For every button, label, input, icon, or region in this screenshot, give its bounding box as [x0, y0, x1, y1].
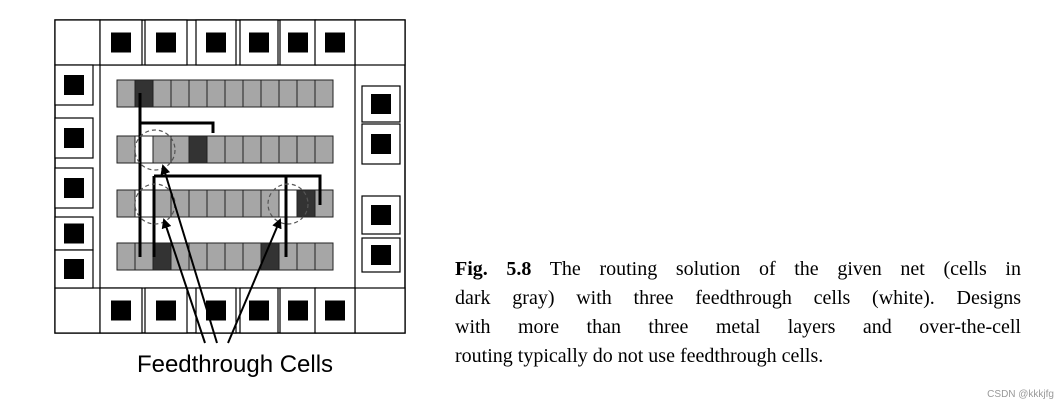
pad-bottom-2: [156, 300, 176, 321]
pad-right-1-frame: [361, 85, 401, 123]
cell-rows: [116, 79, 334, 271]
pad-bottom-5-frame: [279, 287, 317, 334]
cell-r2-c11: [296, 135, 316, 164]
pad-left-2: [64, 128, 84, 148]
arrow-to-feedthrough-2: [161, 218, 206, 344]
pad-top-3: [206, 32, 226, 53]
pad-top-4: [249, 32, 269, 53]
pad-right-4: [371, 245, 391, 265]
cell-r1-c4: [170, 79, 190, 108]
cell-r3-c1: [116, 189, 136, 218]
caption-line-1: Fig. 5.8 The routing solution of the giv…: [455, 255, 1021, 284]
feedthrough-cells-label: Feedthrough Cells: [136, 351, 334, 378]
cell-r2-c7: [224, 135, 244, 164]
feedthrough-marker-3: [267, 183, 309, 225]
pad-left-5: [64, 259, 84, 279]
cell-r3-c10: [278, 189, 298, 218]
cell-r3-c5: [188, 189, 208, 218]
cell-r2-c6: [206, 135, 226, 164]
routing-diagram: [54, 19, 406, 344]
pad-top-6: [325, 32, 345, 53]
cell-r4-c10: [278, 242, 298, 271]
cell-r3-c7: [224, 189, 244, 218]
feedthrough-marker-1: [134, 129, 176, 171]
cell-r2-c8: [242, 135, 262, 164]
cell-r1-c5: [188, 79, 208, 108]
pad-bottom-6: [325, 300, 345, 321]
cell-r3-c3: [152, 189, 172, 218]
pad-bottom-4: [249, 300, 269, 321]
cell-r2-c3: [152, 135, 172, 164]
watermark: CSDN @kkkjfg: [987, 389, 1054, 400]
cell-r1-c8: [242, 79, 262, 108]
pad-left-3: [64, 178, 84, 198]
wire-middle-horizontal: [154, 174, 322, 205]
cell-r4-c7: [224, 242, 244, 271]
corner-bottom-right: [354, 287, 406, 334]
pad-bottom-3: [206, 300, 226, 321]
cell-r4-c12: [314, 242, 334, 271]
pad-left-1: [64, 75, 84, 95]
cell-r1-c1: [116, 79, 136, 108]
cell-r4-c2: [134, 242, 154, 271]
cell-r1-c3: [152, 79, 172, 108]
cell-r2-c10: [278, 135, 298, 164]
caption-line-3: with more than three metal layers and ov…: [455, 316, 1021, 338]
cell-r1-c6: [206, 79, 226, 108]
cell-r3-c8: [242, 189, 262, 218]
cell-r2-c1: [116, 135, 136, 164]
cell-r3-c6: [206, 189, 226, 218]
cell-r1-c12: [314, 79, 334, 108]
cell-r4-c1: [116, 242, 136, 271]
arrow-to-feedthrough-3: [227, 218, 282, 344]
pads-top: [99, 19, 356, 66]
corner-top-left: [54, 19, 101, 66]
pads-bottom: [99, 287, 356, 334]
pad-right-1: [371, 94, 391, 114]
pad-top-6-frame: [314, 19, 356, 66]
cell-r2-c5: [188, 135, 208, 164]
cell-r1-c2: [134, 79, 154, 108]
pad-top-2: [156, 32, 176, 53]
pad-right-3: [371, 205, 391, 225]
cell-r4-c11: [296, 242, 316, 271]
wire-top-link: [138, 93, 215, 133]
cell-r4-c5: [188, 242, 208, 271]
cell-r4-c3: [152, 242, 172, 271]
pads-right: [361, 85, 401, 273]
cell-r1-c10: [278, 79, 298, 108]
pad-top-5: [288, 32, 308, 53]
caption-line-1-text: The routing solution of the given net (c…: [531, 258, 1021, 280]
cell-r4-c6: [206, 242, 226, 271]
caption-number: Fig. 5.8: [455, 258, 532, 280]
cell-r2-c12: [314, 135, 334, 164]
arrow-to-feedthrough-1: [160, 164, 218, 344]
figure-caption: Fig. 5.8 The routing solution of the giv…: [455, 255, 1021, 371]
cell-r1-c11: [296, 79, 316, 108]
cell-r2-c9: [260, 135, 280, 164]
caption-line-2: dark gray) with three feedthrough cells …: [455, 287, 1021, 309]
corner-bottom-left: [54, 287, 101, 334]
pad-top-1: [111, 32, 131, 53]
caption-line-4: routing typically do not use feedthrough…: [455, 345, 824, 367]
label-arrows: [160, 164, 282, 344]
cell-r2-c4: [170, 135, 190, 164]
corner-top-right: [354, 19, 406, 66]
pad-bottom-1: [111, 300, 131, 321]
cell-r3-c12: [314, 189, 334, 218]
pads-left: [54, 64, 94, 289]
pad-right-2: [371, 134, 391, 154]
pad-bottom-5: [288, 300, 308, 321]
pad-left-4: [64, 223, 84, 244]
cell-r1-c7: [224, 79, 244, 108]
cell-r1-c9: [260, 79, 280, 108]
cell-r4-c8: [242, 242, 262, 271]
